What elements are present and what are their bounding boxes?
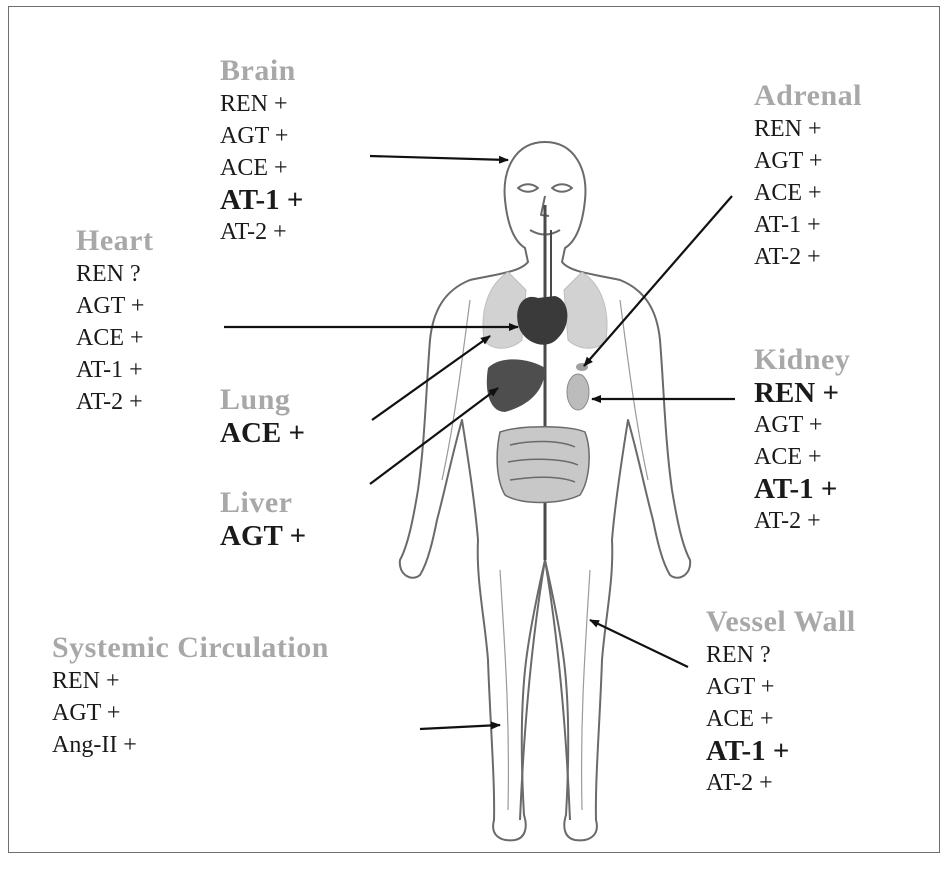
organ-item: AT-1 + xyxy=(706,735,856,767)
organ-item: REN ? xyxy=(706,639,856,671)
organ-item: AGT + xyxy=(754,409,850,441)
arrow-systemic xyxy=(420,725,500,729)
organ-item: ACE + xyxy=(706,703,856,735)
organ-item: ACE + xyxy=(220,417,305,449)
organ-item: ACE + xyxy=(220,152,303,184)
organ-item: ACE + xyxy=(754,177,862,209)
organ-item: AGT + xyxy=(220,520,306,552)
organ-title: Brain xyxy=(220,54,303,88)
organ-item: ACE + xyxy=(754,441,850,473)
organ-item: AT-2 + xyxy=(220,216,303,248)
lung-label-group: Lung ACE + xyxy=(220,383,305,449)
organ-title: Adrenal xyxy=(754,79,862,113)
organ-item: AT-1 + xyxy=(220,184,303,216)
organ-item: AT-2 + xyxy=(76,386,153,418)
organ-item: AT-1 + xyxy=(754,473,850,505)
organ-item: AGT + xyxy=(52,697,329,729)
organ-item: REN ? xyxy=(76,258,153,290)
organ-item: REN + xyxy=(52,665,329,697)
organ-item: AGT + xyxy=(76,290,153,322)
organ-item-list: ACE + xyxy=(220,417,305,449)
arrow-vessel xyxy=(590,620,688,667)
organ-title: Liver xyxy=(220,486,306,520)
brain-label-group: Brain REN +AGT +ACE +AT-1 +AT-2 + xyxy=(220,54,303,248)
organ-title: Heart xyxy=(76,224,153,258)
organ-item: AT-2 + xyxy=(706,767,856,799)
heart-label-group: Heart REN ?AGT +ACE +AT-1 +AT-2 + xyxy=(76,224,153,418)
systemic-circulation-label-group: Systemic Circulation REN +AGT +Ang-II + xyxy=(52,631,329,761)
organ-item: REN + xyxy=(754,113,862,145)
organ-item: REN + xyxy=(754,377,850,409)
arrow-adrenal xyxy=(584,196,732,366)
organ-item: AGT + xyxy=(220,120,303,152)
organ-item: AGT + xyxy=(706,671,856,703)
organ-item-list: REN ?AGT +ACE +AT-1 +AT-2 + xyxy=(706,639,856,799)
organ-item: AT-2 + xyxy=(754,505,850,537)
organ-item: ACE + xyxy=(76,322,153,354)
organ-item: AGT + xyxy=(754,145,862,177)
organ-item-list: REN +AGT +Ang-II + xyxy=(52,665,329,761)
organ-title: Kidney xyxy=(754,343,850,377)
organ-item: AT-1 + xyxy=(754,209,862,241)
liver-label-group: Liver AGT + xyxy=(220,486,306,552)
adrenal-label-group: Adrenal REN +AGT +ACE +AT-1 +AT-2 + xyxy=(754,79,862,273)
organ-item: REN + xyxy=(220,88,303,120)
organ-item: AT-2 + xyxy=(754,241,862,273)
kidney-label-group: Kidney REN +AGT +ACE +AT-1 +AT-2 + xyxy=(754,343,850,537)
organ-item-list: REN +AGT +ACE +AT-1 +AT-2 + xyxy=(220,88,303,248)
organ-item-list: REN +AGT +ACE +AT-1 +AT-2 + xyxy=(754,377,850,537)
organ-item-list: REN ?AGT +ACE +AT-1 +AT-2 + xyxy=(76,258,153,418)
organ-title: Systemic Circulation xyxy=(52,631,329,665)
organ-item-list: REN +AGT +ACE +AT-1 +AT-2 + xyxy=(754,113,862,273)
arrow-brain xyxy=(370,156,508,160)
organ-item-list: AGT + xyxy=(220,520,306,552)
organ-title: Vessel Wall xyxy=(706,605,856,639)
organ-item: AT-1 + xyxy=(76,354,153,386)
organ-title: Lung xyxy=(220,383,305,417)
organ-item: Ang-II + xyxy=(52,729,329,761)
vessel-wall-label-group: Vessel Wall REN ?AGT +ACE +AT-1 +AT-2 + xyxy=(706,605,856,799)
arrow-liver xyxy=(370,388,498,484)
